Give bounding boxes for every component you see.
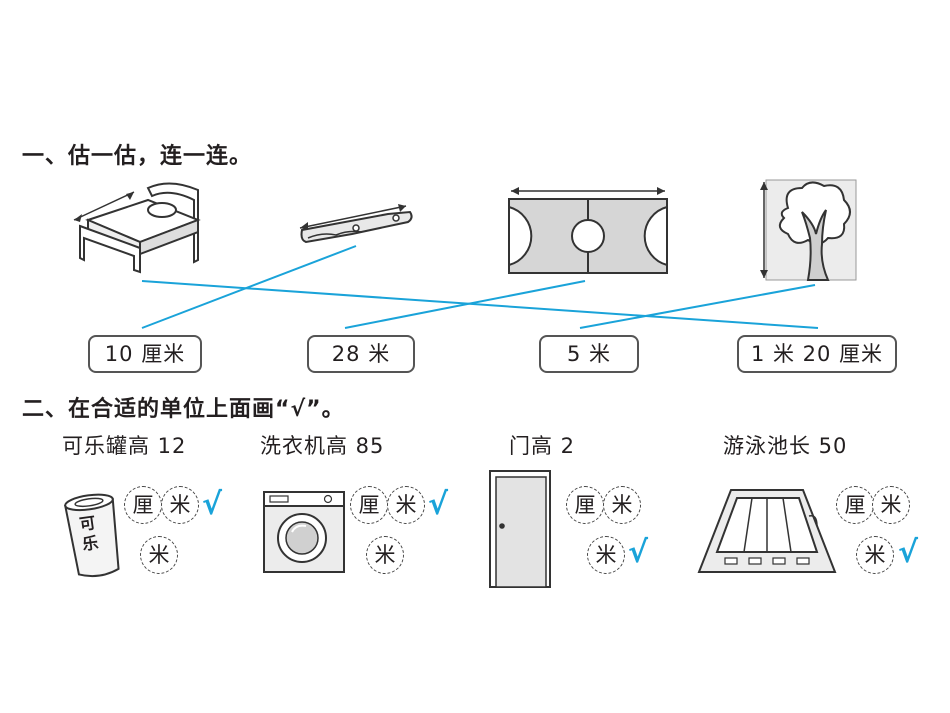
unit-option-li-3[interactable]: 厘 [566, 486, 604, 524]
answer-box-1[interactable]: 10 厘米 [88, 335, 202, 373]
swimming-pool-icon [697, 489, 837, 573]
can-label: 可乐 [78, 513, 100, 554]
connection-line-3 [344, 280, 586, 329]
connection-line-4 [579, 284, 816, 329]
answer-box-4[interactable]: 1 米 20 厘米 [737, 335, 897, 373]
answer-box-2[interactable]: 28 米 [307, 335, 415, 373]
question-label-1: 可乐罐高 12 [62, 434, 187, 458]
question-label-3: 门高 2 [509, 434, 576, 458]
cola-can-icon [64, 493, 120, 578]
unit-option-mi-1a[interactable]: 米 [161, 486, 199, 524]
connection-line-1 [141, 280, 819, 329]
unit-option-mi-4b[interactable]: 米 [856, 536, 894, 574]
tree-icon [760, 179, 857, 281]
bed-icon [73, 182, 201, 274]
check-mark-4: √ [898, 535, 919, 570]
unit-option-mi-2b[interactable]: 米 [366, 536, 404, 574]
unit-option-mi-3b[interactable]: 米 [587, 536, 625, 574]
knife-icon [299, 204, 413, 244]
unit-option-li-2[interactable]: 厘 [350, 486, 388, 524]
section1-title: 一、估一估，连一连。 [22, 144, 253, 169]
door-icon [489, 470, 551, 588]
answer-box-3[interactable]: 5 米 [539, 335, 639, 373]
unit-option-mi-1b[interactable]: 米 [140, 536, 178, 574]
unit-option-mi-2a[interactable]: 米 [387, 486, 425, 524]
unit-option-li-1[interactable]: 厘 [124, 486, 162, 524]
check-mark-2: √ [428, 487, 449, 522]
washing-machine-icon [263, 491, 345, 573]
connection-line-2 [141, 245, 357, 329]
section2-title: 二、在合适的单位上面画“√”。 [22, 397, 345, 422]
basketball-court-icon [508, 187, 668, 274]
unit-option-mi-4a[interactable]: 米 [872, 486, 910, 524]
check-mark-1: √ [202, 487, 223, 522]
check-mark-3: √ [628, 535, 649, 570]
unit-option-mi-3a[interactable]: 米 [603, 486, 641, 524]
question-label-2: 洗衣机高 85 [260, 434, 385, 458]
unit-option-li-4[interactable]: 厘 [836, 486, 874, 524]
question-label-4: 游泳池长 50 [723, 434, 848, 458]
